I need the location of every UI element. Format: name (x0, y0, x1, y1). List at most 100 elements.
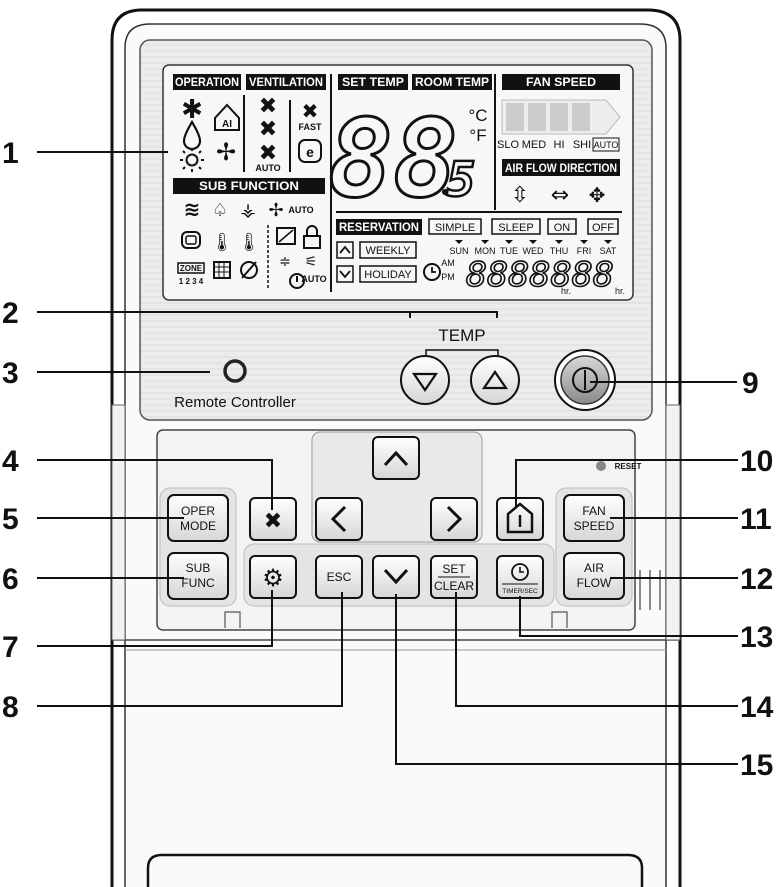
chevron-down-icon (383, 568, 409, 585)
svg-text:ZONE: ZONE (180, 264, 203, 273)
unit-fahrenheit: °F (469, 126, 486, 145)
filter-icon (276, 227, 296, 245)
lcd-operation-icons: ✱ AI ✢ (180, 95, 240, 172)
reset-label: RESET (615, 462, 642, 471)
mode-off: OFF (592, 222, 614, 234)
air-flow-label-2: FLOW (577, 576, 612, 590)
power-button[interactable] (554, 349, 616, 411)
heater-icon: ≋ (184, 197, 201, 221)
operation-header: OPERATION (175, 75, 239, 89)
ventilation-auto-icon: ✖ (259, 141, 277, 166)
sub-auto-label: AUTO (288, 205, 313, 215)
lcd-clock-icon (423, 263, 441, 281)
callout-6: 6 (2, 563, 19, 596)
day-fri: FRI (577, 246, 592, 256)
sub-func-label-2: FUNC (181, 576, 215, 590)
svg-text:1 2 3 4: 1 2 3 4 (179, 277, 204, 286)
ventilation-icon-2: ✖ (259, 117, 277, 142)
hr-label-1: hr. (561, 286, 571, 296)
set-label: SET (442, 562, 466, 576)
fan-speed-header: FAN SPEED (526, 75, 596, 89)
callout-13: 13 (740, 621, 773, 654)
robot-clean-icon (181, 231, 201, 249)
set-clear-button[interactable]: SET CLEAR (430, 555, 478, 599)
clock-icon (511, 563, 529, 581)
lcd-sub-function-icons: ≋ ♤ ⚶ ✢ AUTO 🌡 🌡 ZONE 1 2 3 4 (177, 197, 327, 289)
day-sat: SAT (600, 246, 617, 256)
oper-mode-label-1: OPER (181, 504, 215, 518)
energy-save-icon: e (298, 139, 322, 163)
ventilation-fast-label: FAST (298, 122, 322, 132)
holiday-label: HOLIDAY (364, 269, 412, 281)
timer-button[interactable]: TIMER/SEC (496, 555, 544, 599)
all-direction-icon: ✥ (589, 183, 606, 207)
fan-speed-label-1: FAN (582, 504, 605, 518)
callout-9: 9 (742, 367, 759, 400)
fan-level-auto: AUTO (594, 140, 619, 150)
room-temp-header: ROOM TEMP (415, 75, 489, 89)
ventilation-auto-label: AUTO (255, 163, 280, 173)
unit-celsius: °C (468, 106, 487, 125)
weekly-label: WEEKLY (365, 245, 411, 257)
callout-4: 4 (2, 445, 19, 478)
temp-up-button[interactable] (470, 355, 520, 405)
auto-humidity-icon (289, 273, 305, 289)
gear-icon: ⚙ (262, 564, 284, 592)
ventilation-fast-icon: ✖ (302, 99, 319, 123)
callout-1: 1 (2, 137, 19, 170)
chevron-up-icon (383, 450, 409, 467)
fan-level-med: MED (522, 139, 547, 151)
remote-controller-label: Remote Controller (174, 394, 296, 411)
sub-function-header: SUB FUNCTION (199, 179, 299, 193)
callout-3: 3 (2, 357, 19, 390)
horizontal-swing-icon: ⇔ (551, 183, 569, 208)
hr-label-2: hr. (615, 286, 625, 296)
air-flow-button[interactable]: AIR FLOW (563, 552, 625, 600)
grid-icon (213, 261, 231, 279)
lcd-temp-display: 88 5 °C °F (326, 96, 487, 224)
ai-mode-icon: AI (214, 103, 240, 131)
temp-down-button[interactable] (400, 355, 450, 405)
mode-simple: SIMPLE (435, 222, 475, 234)
shower-icon: ⚟ (305, 254, 318, 270)
weekly-up-icon (339, 245, 351, 254)
callout-14: 14 (740, 691, 774, 724)
fan-level-shi: SHI (573, 139, 591, 151)
right-nav-button[interactable] (430, 497, 478, 541)
lcd-fan-speed: SLO MED HI SHI AUTO ⇳ ⇔ ✥ (497, 99, 621, 208)
esc-button[interactable]: ESC (315, 555, 363, 599)
up-nav-button[interactable] (372, 436, 420, 480)
holiday-down-icon (339, 270, 351, 279)
mode-on: ON (554, 222, 571, 234)
purify-icon: ♤ (212, 200, 228, 221)
air-flow-label-1: AIR (584, 561, 604, 575)
room-temp-button[interactable] (496, 497, 544, 541)
am-label: AM (441, 258, 455, 268)
cool-snowflake-icon: ✱ (181, 95, 203, 125)
callout-numbers: 1 2 3 4 5 6 7 8 9 10 11 12 13 14 15 (2, 137, 774, 782)
day-mon: MON (475, 246, 496, 256)
pm-label: PM (441, 272, 455, 282)
lcd-ventilation-icons: ✖ ✖ ✖ AUTO ✖ FAST e (255, 94, 322, 173)
svg-text:e: e (306, 144, 314, 160)
fan-speed-label-2: SPEED (574, 519, 615, 533)
down-nav-button[interactable] (372, 555, 420, 599)
callout-7: 7 (2, 631, 19, 664)
ventilation-icon: ✖ (264, 509, 282, 534)
timer-sec-label: TIMER/SEC (502, 588, 538, 595)
auto-humidity-label: AUTO (301, 274, 326, 284)
house-thermometer-icon (506, 502, 534, 534)
oper-mode-button[interactable]: OPER MODE (167, 494, 229, 542)
callout-11: 11 (740, 503, 772, 536)
sub-func-button[interactable]: SUB FUNC (167, 552, 229, 600)
fan-auto-icon: ✢ (268, 200, 283, 221)
set-temp-header: SET TEMP (342, 75, 404, 89)
thermometer-icon: 🌡 (238, 232, 261, 253)
ventilation-icon-1: ✖ (259, 94, 277, 119)
temp-up-icon (481, 370, 509, 390)
left-nav-button[interactable] (315, 497, 363, 541)
chevron-left-icon (330, 505, 347, 533)
temp-controls: TEMP (425, 326, 499, 357)
sub-func-label-1: SUB (186, 561, 211, 575)
temp-digits: 88 (328, 97, 458, 222)
